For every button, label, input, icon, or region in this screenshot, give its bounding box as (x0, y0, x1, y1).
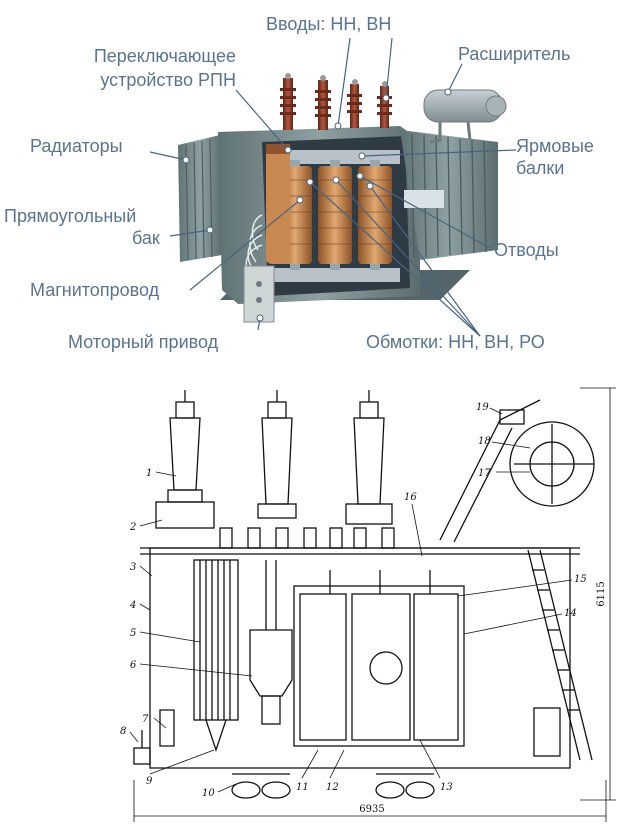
callout-number: 15 (574, 574, 587, 585)
label-tap-changer-1: Переключающее (93, 46, 236, 66)
leader-lines (149, 37, 517, 337)
label-yoke-beams-2: балки (516, 158, 565, 178)
label-yoke-beams-1: Ярмовые (516, 136, 594, 156)
callout-number: 10 (202, 788, 215, 799)
callout-number: 6 (130, 660, 137, 671)
callout-number: 7 (142, 714, 149, 725)
callout-number: 18 (478, 436, 491, 447)
leader-dots (182, 88, 452, 322)
drawing-bushing-2 (257, 390, 297, 519)
drawing-cabinet (533, 707, 561, 757)
drawing-bushing-1 (155, 390, 215, 529)
label-tank-1: Прямоугольный (4, 206, 137, 226)
label-leads: Отводы (494, 240, 559, 260)
motor-drive-box (243, 265, 275, 323)
right-radiators (400, 130, 498, 260)
conservator-tank (423, 89, 507, 144)
callout-number: 9 (146, 776, 153, 787)
dimension-lines (133, 387, 616, 822)
label-motor-drive: Моторный привод (68, 332, 219, 352)
callout-number: 14 (564, 608, 577, 619)
callout-number: 19 (476, 402, 489, 413)
drawing-core (293, 570, 465, 747)
label-radiators: Радиаторы (30, 136, 123, 156)
technical-drawing: 1 2 3 4 5 6 7 8 9 10 11 12 13 14 15 16 1… (120, 387, 616, 822)
drawing-radiator (193, 559, 239, 753)
callout-number: 3 (130, 562, 136, 573)
callout-number: 4 (129, 600, 136, 611)
callout-number: 17 (478, 468, 491, 479)
callout-number: 13 (440, 782, 453, 793)
label-bushings: Вводы: НН, ВН (266, 14, 392, 34)
drawing-wheels (231, 773, 435, 799)
dimension-height: 6115 (596, 581, 607, 606)
drawing-tap-column (249, 560, 293, 725)
label-tap-changer-2: устройство РПН (100, 70, 236, 90)
tap-changer (266, 144, 290, 264)
callout-number: 5 (130, 628, 136, 639)
label-windings: Обмотки: НН, ВН, РО (366, 332, 545, 352)
callout-number: 1 (146, 468, 152, 479)
callout-number: 11 (296, 782, 309, 793)
left-radiators (178, 135, 222, 262)
cutaway-illustration (149, 37, 517, 337)
dimension-width: 6935 (359, 804, 384, 815)
drawing-numbers: 1 2 3 4 5 6 7 8 9 10 11 12 13 14 15 16 1… (120, 402, 607, 815)
drawing-cover-bolts (219, 527, 395, 549)
drawing-tank (149, 547, 571, 769)
label-core: Магнитопровод (30, 280, 160, 300)
label-tank-2: бак (132, 228, 160, 248)
drawing-bushing-3 (345, 390, 393, 525)
callout-number: 12 (326, 782, 339, 793)
drawing-conservator (439, 399, 595, 543)
bushings (280, 73, 392, 130)
callout-number: 16 (404, 492, 417, 503)
callout-number: 2 (129, 522, 136, 533)
drawing-valve (133, 709, 175, 765)
callout-leaders (129, 407, 573, 793)
label-conservator: Расширитель (458, 44, 571, 64)
callout-number: 8 (120, 726, 126, 737)
